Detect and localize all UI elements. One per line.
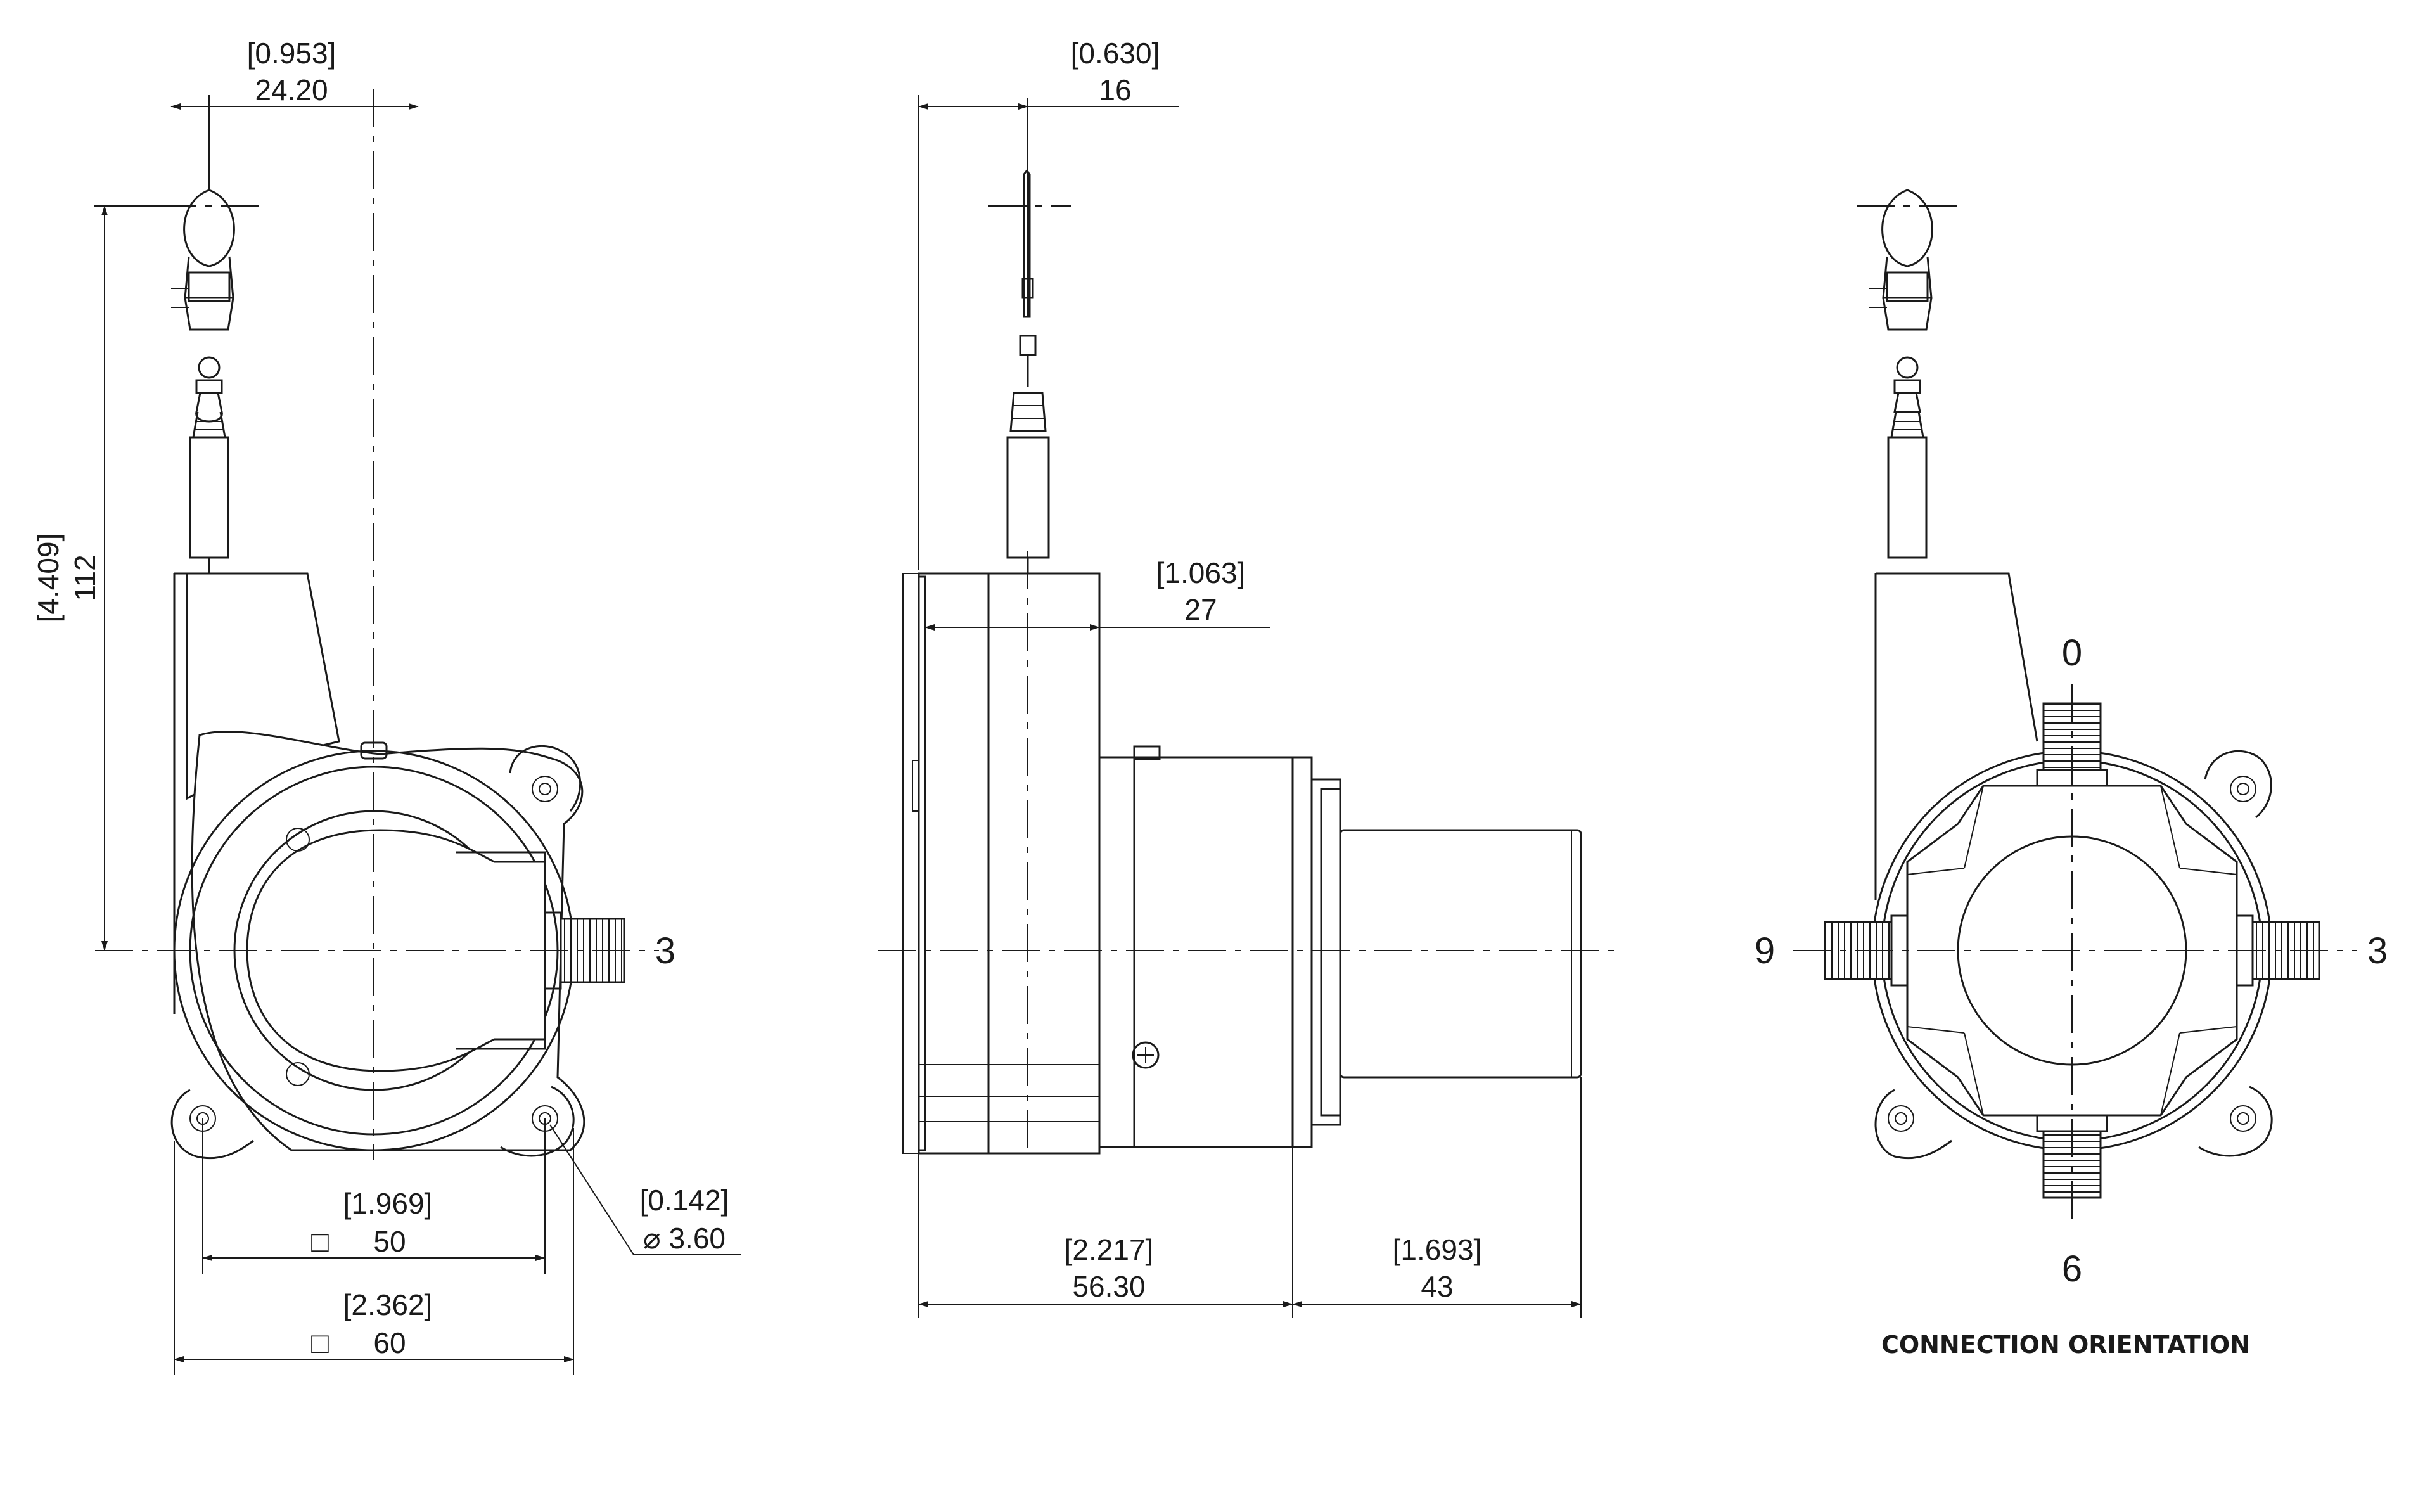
housing-depth-mm: 27: [1184, 593, 1217, 626]
height-in: [4.409]: [32, 534, 65, 623]
body-depth-in: [2.217]: [1065, 1233, 1154, 1266]
encoder-housing: [170, 572, 625, 1160]
body-depth-mm: 56.30: [1072, 1270, 1145, 1303]
hole-spacing-mm: 50: [373, 1225, 406, 1258]
square-symbol-2: □: [311, 1326, 329, 1359]
top-width-mm: 24.20: [255, 74, 328, 106]
hole-spacing-in: [1.969]: [343, 1187, 433, 1220]
flange-width-in: [2.362]: [343, 1288, 433, 1321]
orientation-bottom: 6: [2062, 1248, 2082, 1290]
connector-depth-mm: 43: [1421, 1270, 1453, 1303]
orientation-left: 9: [1755, 930, 1775, 971]
housing-side: [902, 572, 1101, 1155]
middle-view: [0.630] 16 [1.063] 27 [2.217] 56.30 [1.6…: [878, 37, 1622, 1318]
cable-offset-in: [0.630]: [1071, 37, 1160, 70]
hole-dia-in: [0.142]: [640, 1184, 729, 1217]
top-width-in: [0.953]: [247, 37, 336, 70]
orientation-right: 3: [2367, 930, 2388, 971]
right-view: 0 9 3 6 CONNECTION ORIENTATION: [1755, 189, 2388, 1359]
housing-depth-in: [1.063]: [1156, 556, 1246, 589]
height-mm: 112: [68, 554, 101, 601]
cable-offset-mm: 16: [1099, 74, 1131, 106]
cable-side: [1006, 169, 1050, 573]
square-symbol-1: □: [311, 1225, 329, 1258]
flange-width-mm: 60: [373, 1326, 406, 1359]
connector-depth-in: [1.693]: [1393, 1233, 1482, 1266]
cable-clip-right: [1869, 189, 1933, 559]
left-view: [0.953] 24.20 [4.409] 112 [1.969] □ 50 […: [32, 37, 741, 1375]
orientation-top: 0: [2062, 632, 2082, 674]
connection-orientation-caption: CONNECTION ORIENTATION: [1881, 1331, 2250, 1359]
cable-clip: [171, 189, 235, 573]
encoder-body-side: [1098, 745, 1582, 1148]
left-connector-label: 3: [655, 930, 675, 971]
hole-dia-mm: ⌀ 3.60: [643, 1222, 726, 1255]
